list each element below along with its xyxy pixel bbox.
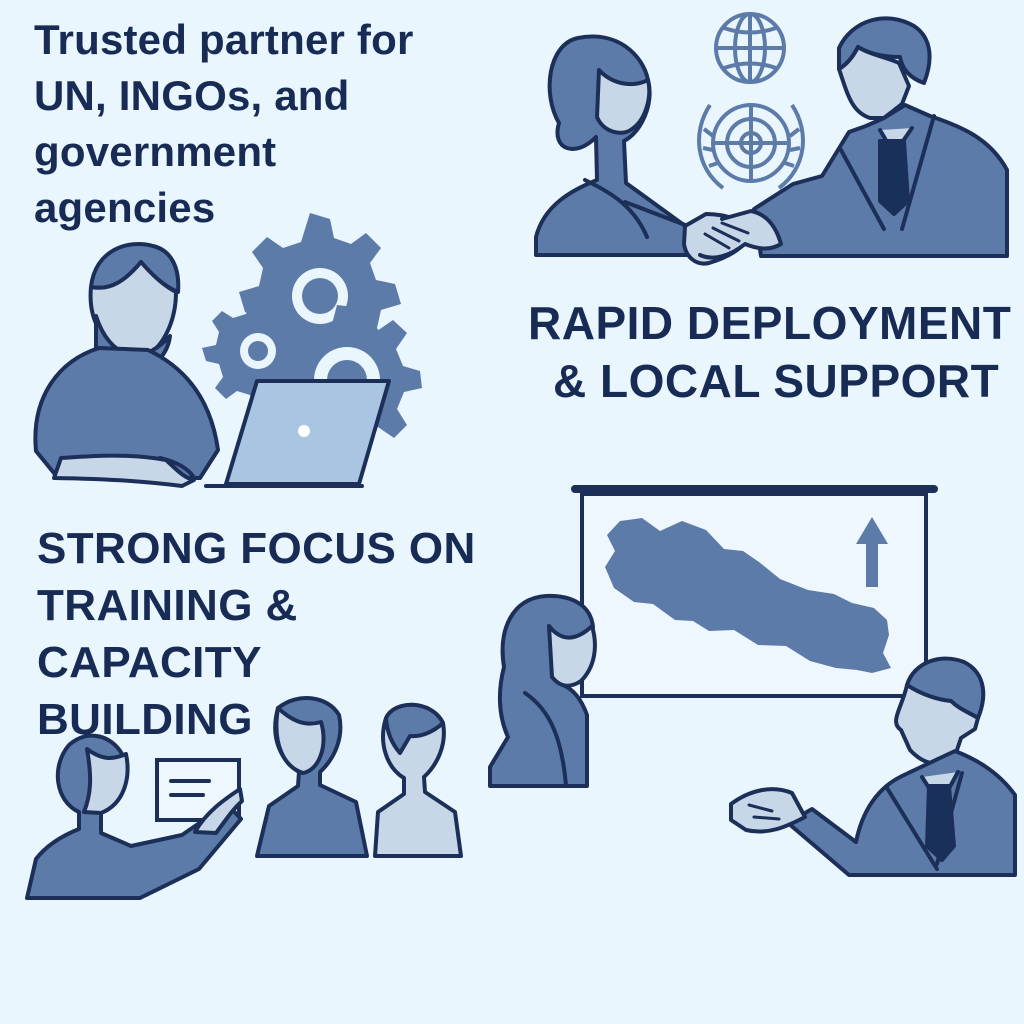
arrow-up-icon bbox=[856, 517, 888, 587]
rapid-deployment-heading-line-2: & LOCAL SUPPORT bbox=[553, 355, 1000, 407]
map-icon bbox=[605, 518, 891, 673]
rapid-deployment-heading-line-1: RAPID DEPLOYMENT bbox=[528, 297, 1012, 349]
male-trainee-two bbox=[373, 702, 463, 858]
handshake-hands bbox=[682, 209, 783, 266]
female-trainer bbox=[25, 733, 244, 900]
man-presenter bbox=[729, 656, 1017, 877]
woman-viewer bbox=[488, 593, 597, 788]
training-heading-line-4: BUILDING bbox=[37, 695, 253, 744]
man-with-laptop bbox=[33, 242, 220, 488]
globe-icon bbox=[714, 12, 786, 84]
laptop-icon bbox=[204, 379, 391, 488]
training-heading-line-2: TRAINING & bbox=[37, 581, 298, 630]
un-emblem-icon bbox=[697, 103, 805, 190]
training-heading-line-3: CAPACITY bbox=[37, 638, 262, 687]
training-heading-line-1: STRONG FOCUS ON bbox=[37, 524, 476, 573]
woman-handshake bbox=[534, 34, 697, 257]
male-trainee-one bbox=[255, 696, 369, 858]
trusted-partner-heading: Trusted partner for UN, INGOs, and gover… bbox=[34, 16, 414, 231]
man-handshake bbox=[752, 16, 1009, 258]
